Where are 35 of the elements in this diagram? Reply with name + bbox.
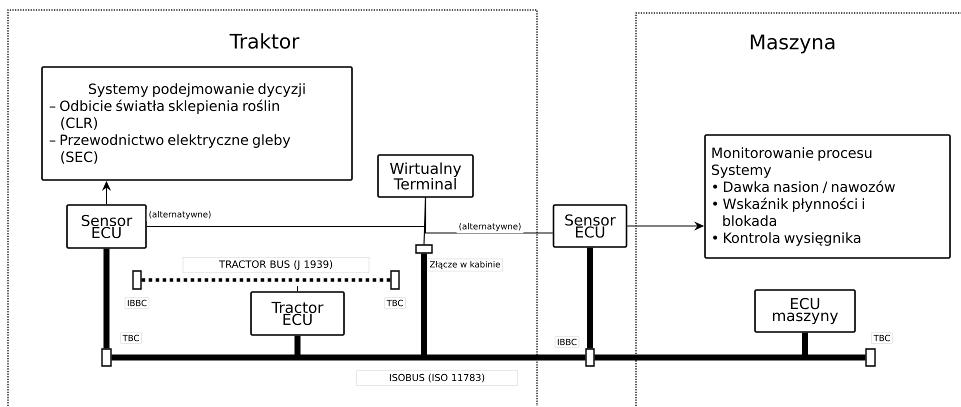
- terminator-box: [101, 348, 112, 367]
- bus-line: [594, 354, 866, 360]
- bus-line: [104, 248, 110, 348]
- edge-label: (alternatywne): [146, 208, 214, 222]
- process-box: Monitorowanie procesu Systemy • Dawka nasion / nawozów • Wskaźnik płynności i blokada • Kontrola wysięgnika: [704, 134, 951, 259]
- process-box: Wirtualny Terminal: [377, 154, 474, 198]
- process-box: Sensor ECU: [552, 204, 628, 248]
- bus-line: [421, 254, 427, 358]
- tag-label: TBC: [120, 332, 142, 344]
- edge-label: TRACTOR BUS (J 1939): [182, 257, 370, 273]
- bus-line: [112, 354, 586, 360]
- tag-label: TBC: [871, 332, 893, 344]
- terminator-box: [390, 270, 400, 290]
- connector-line: [423, 198, 426, 244]
- process-box: Systemy podejmowanie dycyzji – Odbicie światła sklepienia roślin (CLR) – Przewodnictwo elektryczne gleby (SEC): [41, 66, 353, 181]
- bus-line: [294, 336, 300, 358]
- tag-label: TBC: [384, 298, 406, 308]
- tag-label: Złącze w kabinie: [427, 258, 503, 272]
- terminator-box: [585, 348, 595, 367]
- process-box: ECU maszyny: [754, 289, 856, 333]
- process-box: Tractor ECU: [250, 291, 345, 336]
- tag-label: IBBC: [124, 298, 150, 308]
- edge-label: ISOBUS (ISO 11783): [356, 370, 518, 386]
- bus-line: [587, 248, 593, 348]
- bus-line: [142, 278, 390, 282]
- region-title: Traktor: [230, 33, 300, 49]
- tag-label: IBBC: [554, 336, 580, 348]
- process-box: Sensor ECU: [66, 204, 147, 249]
- edge-label: (alternatywne): [456, 220, 524, 234]
- terminator-box: [132, 270, 142, 290]
- region-title: Maszyna: [750, 34, 834, 54]
- connector-line: [296, 286, 298, 292]
- terminator-box: [865, 348, 876, 367]
- bus-line: [802, 332, 808, 358]
- terminator-box: [415, 244, 433, 254]
